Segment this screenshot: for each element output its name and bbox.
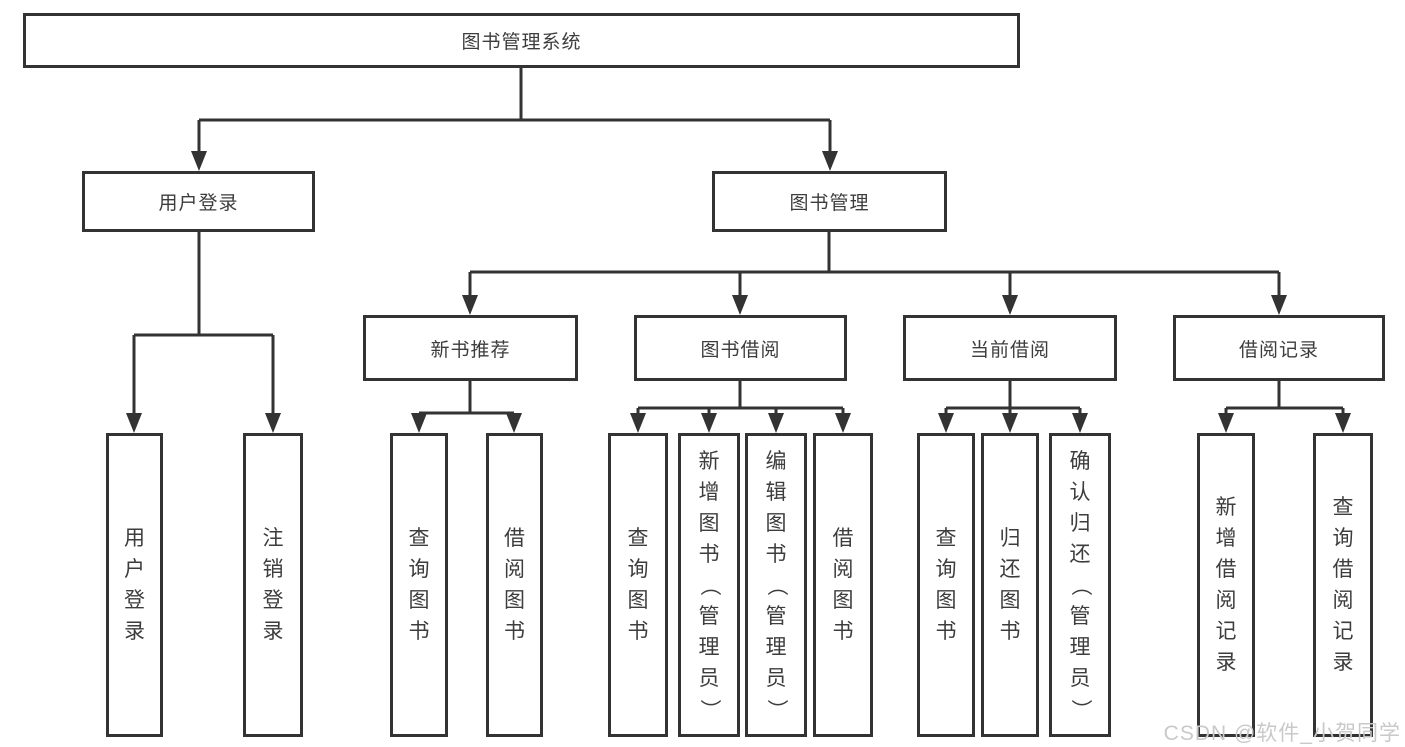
leaf-label: 归还图书 (999, 527, 1021, 643)
leaf-label: 注销登录 (262, 527, 284, 643)
leaf-logout: 注销登录 (243, 433, 303, 737)
leaf-label: 确认归还（管理员） (1068, 449, 1092, 720)
node-user-login-branch: 用户登录 (82, 171, 315, 232)
node-label: 图书管理 (789, 193, 870, 214)
leaf-query-books-current: 查询图书 (917, 433, 975, 737)
leaf-query-borrow-record: 查询借阅记录 (1313, 433, 1373, 737)
leaf-label: 查询图书 (935, 527, 957, 643)
leaf-label: 查询借阅记录 (1332, 496, 1354, 674)
leaf-add-borrow-record: 新增借阅记录 (1197, 433, 1255, 737)
leaf-borrow-books: 借阅图书 (813, 433, 873, 737)
node-label: 新书推荐 (430, 339, 511, 361)
node-new-book-recommend: 新书推荐 (363, 315, 578, 381)
leaf-label: 编辑图书（管理员） (764, 449, 788, 720)
node-label: 借阅记录 (1238, 339, 1319, 361)
node-label: 图书借阅 (700, 339, 781, 361)
leaf-label: 借阅图书 (832, 527, 854, 643)
leaf-query-books-borrow: 查询图书 (608, 433, 668, 737)
leaf-user-login: 用户登录 (106, 433, 163, 737)
leaf-query-books-recommend: 查询图书 (390, 433, 448, 737)
node-book-management: 图书管理 (712, 171, 947, 232)
leaf-borrow-books-recommend: 借阅图书 (486, 433, 543, 737)
leaf-label: 新增图书（管理员） (697, 449, 721, 720)
node-borrow-records: 借阅记录 (1173, 315, 1385, 381)
leaf-edit-books-admin: 编辑图书（管理员） (745, 433, 807, 737)
leaf-return-books: 归还图书 (981, 433, 1039, 737)
leaf-label: 查询图书 (408, 527, 430, 643)
leaf-label: 用户登录 (124, 527, 145, 643)
node-current-borrow: 当前借阅 (903, 315, 1117, 381)
node-label: 用户登录 (158, 193, 239, 214)
node-label: 当前借阅 (969, 339, 1050, 361)
leaf-add-books-admin: 新增图书（管理员） (678, 433, 740, 737)
node-book-borrow: 图书借阅 (634, 315, 847, 381)
leaf-label: 查询图书 (627, 527, 649, 643)
node-label: 图书管理系统 (461, 32, 582, 53)
leaf-label: 借阅图书 (504, 527, 525, 643)
leaf-label: 新增借阅记录 (1215, 496, 1237, 674)
node-library-system: 图书管理系统 (23, 13, 1020, 68)
csdn-watermark: CSDN @软件_小贺同学 (1163, 722, 1401, 745)
leaf-confirm-return-admin: 确认归还（管理员） (1049, 433, 1111, 737)
